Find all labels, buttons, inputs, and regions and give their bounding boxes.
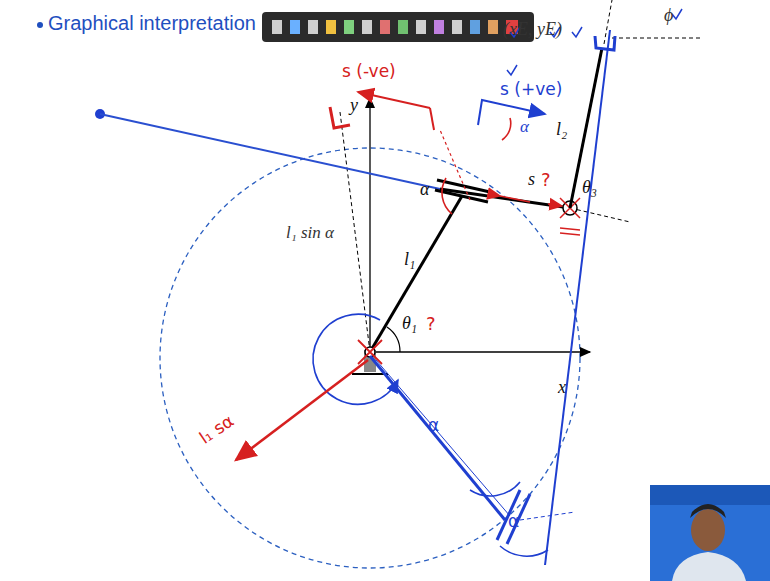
unknown-mark: ? [541, 170, 551, 190]
angle-label: α [520, 118, 529, 137]
radius-note: l₁ sα [196, 411, 237, 447]
slider-distance: s [528, 170, 535, 190]
distance-label: l₁ sin α [286, 224, 334, 243]
angle-label: α [508, 512, 519, 531]
axis-label: y [350, 96, 358, 116]
negative-direction-note: s (-ve) [342, 62, 396, 81]
joint-angle: θ₁ [402, 314, 417, 334]
orientation-angle: ϕ [664, 6, 673, 26]
link-label: l₁ [404, 250, 415, 270]
angle-label: α [428, 416, 439, 435]
unknown-mark: ? [426, 314, 436, 334]
link-label: l₂ [556, 120, 567, 140]
angle-label: α [420, 180, 429, 200]
positive-direction-note: s (+ve) [500, 80, 562, 99]
end-effector-coordinates: (xE, yE) [503, 20, 562, 40]
slide-title: Graphical interpretation [48, 12, 256, 34]
axis-label: x [558, 378, 566, 398]
joint-angle: θ₃ [582, 178, 597, 198]
